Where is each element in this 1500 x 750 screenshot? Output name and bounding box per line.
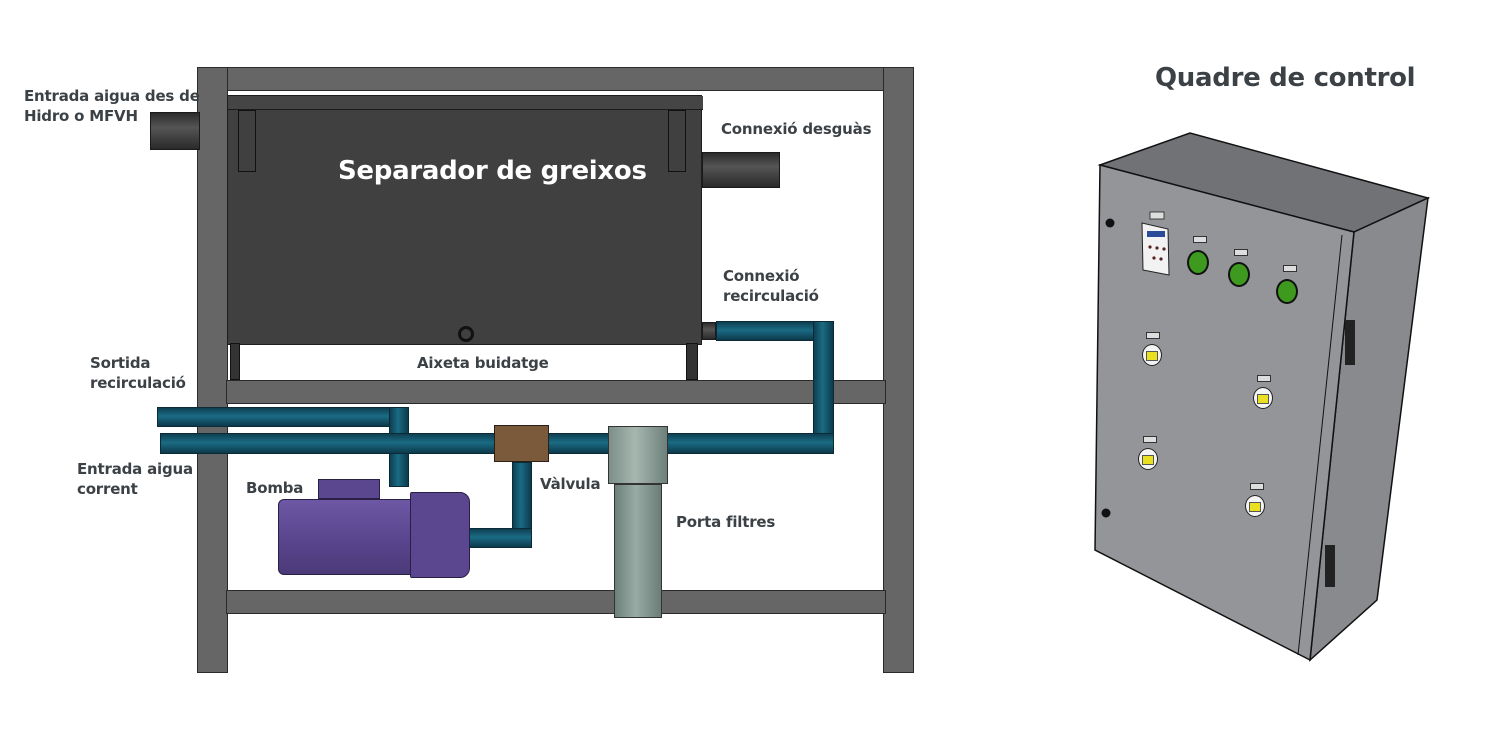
latch-left	[238, 110, 256, 172]
button-label-plate-3	[1283, 265, 1297, 272]
frame-middle-beam	[226, 380, 886, 404]
label-recirc-outlet-2: recirculació	[90, 374, 186, 392]
label-drain-connection: Connexió desguàs	[721, 120, 872, 138]
control-panel-title: Quadre de control	[1155, 63, 1416, 93]
tank-lid	[228, 96, 703, 110]
tank-leg-right	[686, 343, 698, 380]
latch-right	[668, 110, 686, 172]
frame-bottom-beam	[226, 590, 886, 614]
label-recirc-connection-2: recirculació	[723, 287, 819, 305]
filter-holder-top	[608, 426, 668, 484]
selector-switch-3[interactable]	[1138, 448, 1158, 470]
selector-switch-4[interactable]	[1245, 495, 1265, 517]
tank-title: Separador de greixos	[338, 156, 647, 186]
frame-right-post	[883, 67, 914, 673]
switch-label-plate-3	[1143, 436, 1157, 443]
drain-connection-pipe	[702, 152, 780, 188]
green-button-2[interactable]	[1228, 262, 1250, 287]
pump-terminal-box	[318, 479, 380, 499]
selector-switch-1[interactable]	[1142, 344, 1162, 366]
label-recirc-outlet-1: Sortida	[90, 354, 151, 372]
switch-label-plate-1	[1146, 332, 1160, 339]
green-button-3[interactable]	[1276, 279, 1298, 304]
label-pump: Bomba	[246, 479, 304, 497]
label-filter-holder: Porta filtres	[676, 513, 776, 531]
green-button-1[interactable]	[1187, 250, 1209, 275]
switch-label-plate-4	[1250, 483, 1264, 490]
label-recirc-connection-1: Connexió	[723, 267, 800, 285]
button-label-plate-1	[1193, 236, 1207, 243]
label-water-inlet-1: Entrada aigua	[77, 460, 193, 478]
drain-tap-icon	[458, 326, 474, 342]
pump-outlet-pipe	[465, 528, 532, 548]
label-inlet-hidro-1: Entrada aigua des de	[24, 87, 200, 105]
label-valve: Vàlvula	[540, 475, 601, 493]
filter-holder-body	[614, 484, 662, 618]
inlet-hidro-pipe	[150, 112, 200, 150]
label-drain-tap: Aixeta buidatge	[417, 354, 549, 372]
separator-tank	[227, 95, 703, 345]
pump-head	[410, 492, 470, 578]
valve-to-filter-pipe	[548, 433, 610, 454]
frame-left-post	[197, 67, 228, 673]
tank-leg-left	[230, 343, 240, 380]
water-inlet-pipe	[160, 433, 495, 454]
label-water-inlet-2: corrent	[77, 480, 138, 498]
frame-top-beam	[200, 67, 912, 91]
label-inlet-hidro-2: Hidro o MFVH	[24, 107, 138, 125]
recirc-outlet-pipe	[157, 407, 409, 427]
button-label-plate-2	[1234, 249, 1248, 256]
valve	[494, 425, 549, 462]
recirc-connection-stub	[702, 322, 716, 340]
switch-label-plate-2	[1257, 375, 1271, 382]
recirc-pipe-bottom	[664, 433, 834, 454]
selector-switch-2[interactable]	[1253, 387, 1273, 409]
